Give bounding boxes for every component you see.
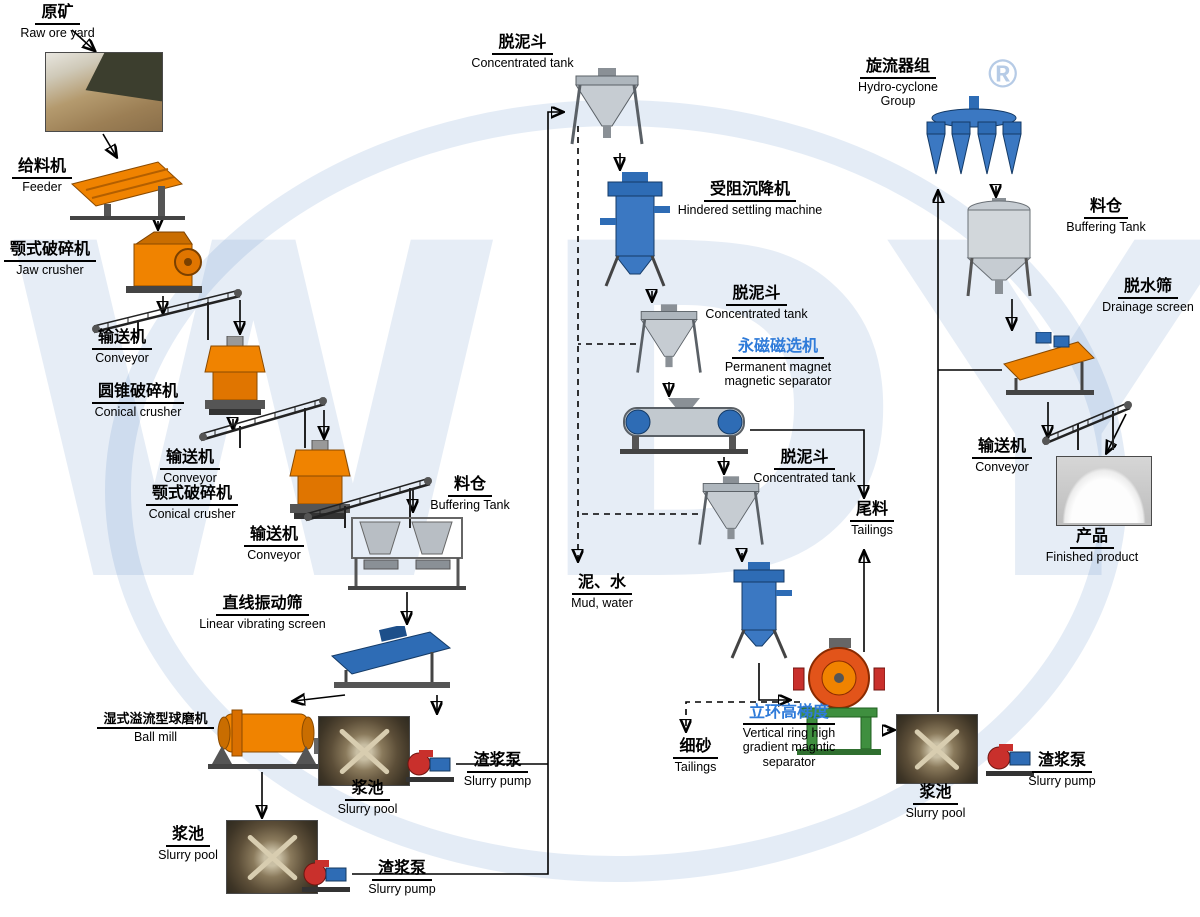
raw-ore-label-zh: 原矿 xyxy=(35,4,80,25)
conical-crusher-icon-1 xyxy=(203,335,267,423)
drainage-screen-icon xyxy=(1002,331,1097,405)
ball-mill-icon xyxy=(208,694,336,775)
magnetic-separator-label: 永磁磁选机 Permanent magnet magnetic separato… xyxy=(724,338,832,389)
feeder-label: 给料机 Feeder xyxy=(2,158,82,194)
ball-mill-label: 湿式溢流型球磨机 Ball mill xyxy=(88,710,223,745)
feeder-icon xyxy=(70,158,185,225)
mud-water-label: 泥、水 Mud, water xyxy=(571,574,633,610)
conical-crusher-label-2: 颚式破碎机 Conical crusher xyxy=(136,485,248,521)
buffering-tank-icon-1 xyxy=(348,514,466,595)
slurry-pump-icon-3 xyxy=(984,738,1036,783)
conveyor-label-3: 输送机 Conveyor xyxy=(230,526,318,562)
raw-ore-photo xyxy=(45,52,163,132)
finished-product-label: 产品 Finished product xyxy=(1045,528,1139,564)
slurry-pump-label-2: 渣浆泵 Slurry pump xyxy=(368,860,436,896)
raw-ore-label: 原矿 Raw ore yard xyxy=(0,4,115,40)
concentrated-tank-label-3: 脱泥斗 Concentrated tank xyxy=(753,449,856,485)
buffering-tank-label-2: 料仓 Buffering Tank xyxy=(1066,198,1146,234)
fine-sand-label: 细砂 Tailings xyxy=(673,738,718,774)
tailings-label: 尾料 Tailings xyxy=(849,501,894,537)
hindered-settler-label: 受阻沉降机 Hindered settling machine xyxy=(677,181,823,217)
concentrated-tank-label-1: 脱泥斗 Concentrated tank xyxy=(471,34,574,70)
concentrated-tank-icon-1 xyxy=(568,68,646,157)
drainage-screen-label: 脱水筛 Drainage screen xyxy=(1102,278,1194,314)
conveyor-label-1: 输送机 Conveyor xyxy=(78,329,166,365)
hindered-settling-machine-icon xyxy=(596,172,674,295)
linear-vibrating-screen-icon xyxy=(328,624,456,699)
settling-tank-icon xyxy=(720,562,798,667)
buffering-tank-icon-2 xyxy=(962,198,1036,303)
slurry-pump-label-1: 渣浆泵 Slurry pump xyxy=(463,752,532,788)
conveyor-label-4: 输送机 Conveyor xyxy=(958,438,1046,474)
conveyor-icon-2 xyxy=(195,396,335,453)
slurry-pool-photo-1 xyxy=(318,716,410,786)
conveyor-icon-4 xyxy=(1038,398,1138,455)
buffering-tank-label-1: 料仓 Buffering Tank xyxy=(430,476,510,512)
concentrated-tank-label-2: 脱泥斗 Concentrated tank xyxy=(705,285,808,321)
slurry-pool-label-2: 浆池 Slurry pool xyxy=(158,826,218,862)
magnetic-separator-icon xyxy=(618,398,750,461)
watermark-registered-icon: ® xyxy=(988,52,1018,96)
conical-crusher-label-1: 圆锥破碎机 Conical crusher xyxy=(82,383,194,419)
vring-separator-label: 立环高梯度 Vertical ring high gradient magnti… xyxy=(742,704,836,770)
jaw-crusher-icon xyxy=(126,230,202,300)
slurry-pump-icon-2 xyxy=(300,854,352,899)
linear-screen-label: 直线振动筛 Linear vibrating screen xyxy=(199,595,326,631)
slurry-pool-label-1: 浆池 Slurry pool xyxy=(337,780,398,816)
jaw-crusher-label: 颚式破碎机 Jaw crusher xyxy=(0,241,100,277)
hydro-cyclone-group-icon xyxy=(922,96,1026,189)
slurry-pump-label-3: 渣浆泵 Slurry pump xyxy=(1028,752,1096,788)
slurry-pool-photo-3 xyxy=(896,714,978,784)
conveyor-label-2: 输送机 Conveyor xyxy=(146,449,234,485)
raw-ore-label-en: Raw ore yard xyxy=(20,25,95,40)
slurry-pool-photo-2 xyxy=(226,820,318,894)
concentrated-tank-icon-2 xyxy=(634,303,704,386)
hydro-cyclone-label: 旋流器组 Hydro-cyclone Group xyxy=(858,58,938,109)
vertical-ring-separator-icon xyxy=(792,638,886,761)
concentrated-tank-icon-3 xyxy=(696,476,766,557)
slurry-pump-icon-1 xyxy=(404,744,456,789)
finished-product-photo xyxy=(1056,456,1152,526)
slurry-pool-label-3: 浆池 Slurry pool xyxy=(905,784,966,820)
